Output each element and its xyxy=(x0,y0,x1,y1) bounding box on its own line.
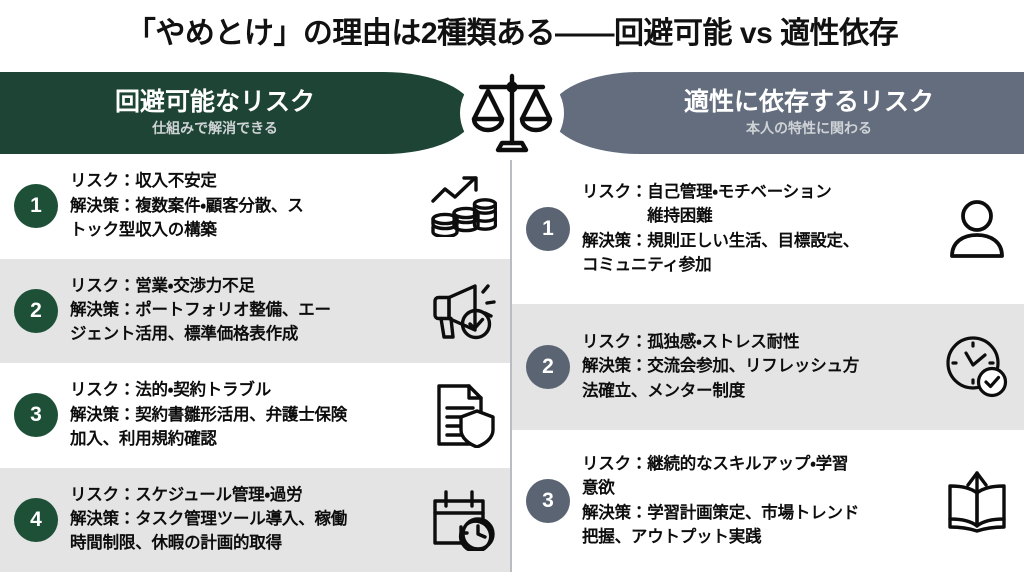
item-number-badge: 2 xyxy=(14,288,58,333)
item-number-badge: 3 xyxy=(14,393,58,438)
solution-line-1: 解決策：規則正しい生活、目標設定、 xyxy=(582,231,860,250)
solution-line-2: ジェント活用、標準価格表作成 xyxy=(70,325,299,344)
columns-area: 1 リスク：収入不安定 解決策：複数案件・顧客分散、ス トック型収入の構築 xyxy=(0,154,1024,572)
item-text-block: リスク：孤独感・ストレス耐性 解決策：交流会参加、リフレッシュ方 法確立、メンタ… xyxy=(582,331,940,403)
calendar-clock-icon xyxy=(428,484,500,556)
item-text-block: リスク：営業・交渉力不足 解決策：ポートフォリオ整備、エー ジェント活用、標準価… xyxy=(70,275,428,347)
right-item-2[interactable]: 2 リスク：孤独感・ストレス耐性 解決策：交流会参加、リフレッシュ方 法確立、メ… xyxy=(512,304,1024,430)
risk-line: リスク：営業・交渉力不足 xyxy=(70,276,255,295)
item-number-badge: 1 xyxy=(14,184,58,229)
item-number-badge: 3 xyxy=(526,479,570,523)
page-title: 「やめとけ」の理由は2種類ある——回避可能 vs 適性依存 xyxy=(125,17,899,50)
megaphone-check-icon xyxy=(428,275,500,347)
balance-scale-icon xyxy=(460,66,564,160)
right-column: 1 リスク：自己管理・モチベーション 維持困難 解決策：規則正しい生活、目標設定… xyxy=(512,154,1024,572)
solution-line-1: 解決策：契約書雛形活用、弁護士保険 xyxy=(70,405,348,424)
left-category-header: 回避可能なリスク 仕組みで解消できる xyxy=(0,72,474,154)
risk-line: リスク：収入不安定 xyxy=(70,172,217,191)
risk-line-1: リスク：継続的なスキルアップ・学習 xyxy=(582,454,849,473)
person-icon xyxy=(940,192,1014,266)
left-item-2[interactable]: 2 リスク：営業・交渉力不足 解決策：ポートフォリオ整備、エー ジェント活用、標… xyxy=(0,258,510,363)
risk-line: リスク：スケジュール管理・過労 xyxy=(70,485,303,504)
risk-line-2: 維持困難 xyxy=(582,207,713,226)
risk-line: リスク：孤独感・ストレス耐性 xyxy=(582,332,800,351)
risk-line-1: リスク：自己管理・モチベーション xyxy=(582,182,832,201)
document-shield-icon xyxy=(428,379,500,451)
right-item-1[interactable]: 1 リスク：自己管理・モチベーション 維持困難 解決策：規則正しい生活、目標設定… xyxy=(512,154,1024,304)
left-item-3[interactable]: 3 リスク：法的・契約トラブル 解決策：契約書雛形活用、弁護士保険 加入、利用規… xyxy=(0,363,510,468)
left-column: 1 リスク：収入不安定 解決策：複数案件・顧客分散、ス トック型収入の構築 xyxy=(0,154,510,572)
risk-line-2: 意欲 xyxy=(582,479,615,498)
solution-line-1: 解決策：複数案件・顧客分散、ス xyxy=(70,196,304,215)
item-number-badge: 1 xyxy=(526,207,570,251)
solution-line-2: 把握、アウトプット実践 xyxy=(582,527,762,546)
left-item-1[interactable]: 1 リスク：収入不安定 解決策：複数案件・顧客分散、ス トック型収入の構築 xyxy=(0,154,510,259)
title-bar: 「やめとけ」の理由は2種類ある——回避可能 vs 適性依存 xyxy=(0,0,1024,68)
item-text-block: リスク：自己管理・モチベーション 維持困難 解決策：規則正しい生活、目標設定、 … xyxy=(582,181,940,278)
right-item-3[interactable]: 3 リスク：継続的なスキルアップ・学習 意欲 解決策：学習計画策定、市場トレンド… xyxy=(512,430,1024,572)
risk-line: リスク：法的・契約トラブル xyxy=(70,381,272,400)
left-category-title: 回避可能なリスク xyxy=(114,87,315,116)
solution-line-2: トック型収入の構築 xyxy=(70,220,217,239)
item-text-block: リスク：継続的なスキルアップ・学習 意欲 解決策：学習計画策定、市場トレンド 把… xyxy=(582,453,940,550)
right-category-subtitle: 本人の特性に関わる xyxy=(746,119,872,136)
solution-line-2: コミュニティ参加 xyxy=(582,255,712,274)
item-text-block: リスク：法的・契約トラブル 解決策：契約書雛形活用、弁護士保険 加入、利用規約確… xyxy=(70,379,428,451)
solution-line-1: 解決策：ポートフォリオ整備、エー xyxy=(70,301,331,320)
solution-line-2: 時間制限、休暇の計画的取得 xyxy=(70,534,282,553)
solution-line-2: 法確立、メンター制度 xyxy=(582,381,746,400)
clock-check-icon xyxy=(940,330,1014,404)
left-item-4[interactable]: 4 リスク：スケジュール管理・過労 解決策：タスク管理ツール導入、稼働 時間制限… xyxy=(0,467,510,572)
right-category-title: 適性に依存するリスク xyxy=(683,87,934,116)
category-header-band: 回避可能なリスク 仕組みで解消できる 適性に依存するリスク 本人の特性に関わる xyxy=(0,66,1024,160)
solution-line-1: 解決策：学習計画策定、市場トレンド xyxy=(582,503,860,522)
item-text-block: リスク：収入不安定 解決策：複数案件・顧客分散、ス トック型収入の構築 xyxy=(70,170,428,242)
column-divider xyxy=(510,158,512,572)
item-number-badge: 4 xyxy=(14,497,58,542)
book-arrow-up-icon xyxy=(940,464,1014,538)
solution-line-1: 解決策：交流会参加、リフレッシュ方 xyxy=(582,357,860,376)
solution-line-2: 加入、利用規約確認 xyxy=(70,429,217,448)
growth-coins-icon xyxy=(428,170,500,242)
item-text-block: リスク：スケジュール管理・過労 解決策：タスク管理ツール導入、稼働 時間制限、休… xyxy=(70,484,428,556)
left-category-subtitle: 仕組みで解消できる xyxy=(152,119,278,136)
right-category-header: 適性に依存するリスク 本人の特性に関わる xyxy=(550,72,1024,154)
item-number-badge: 2 xyxy=(526,345,570,389)
solution-line-1: 解決策：タスク管理ツール導入、稼働 xyxy=(70,510,348,529)
